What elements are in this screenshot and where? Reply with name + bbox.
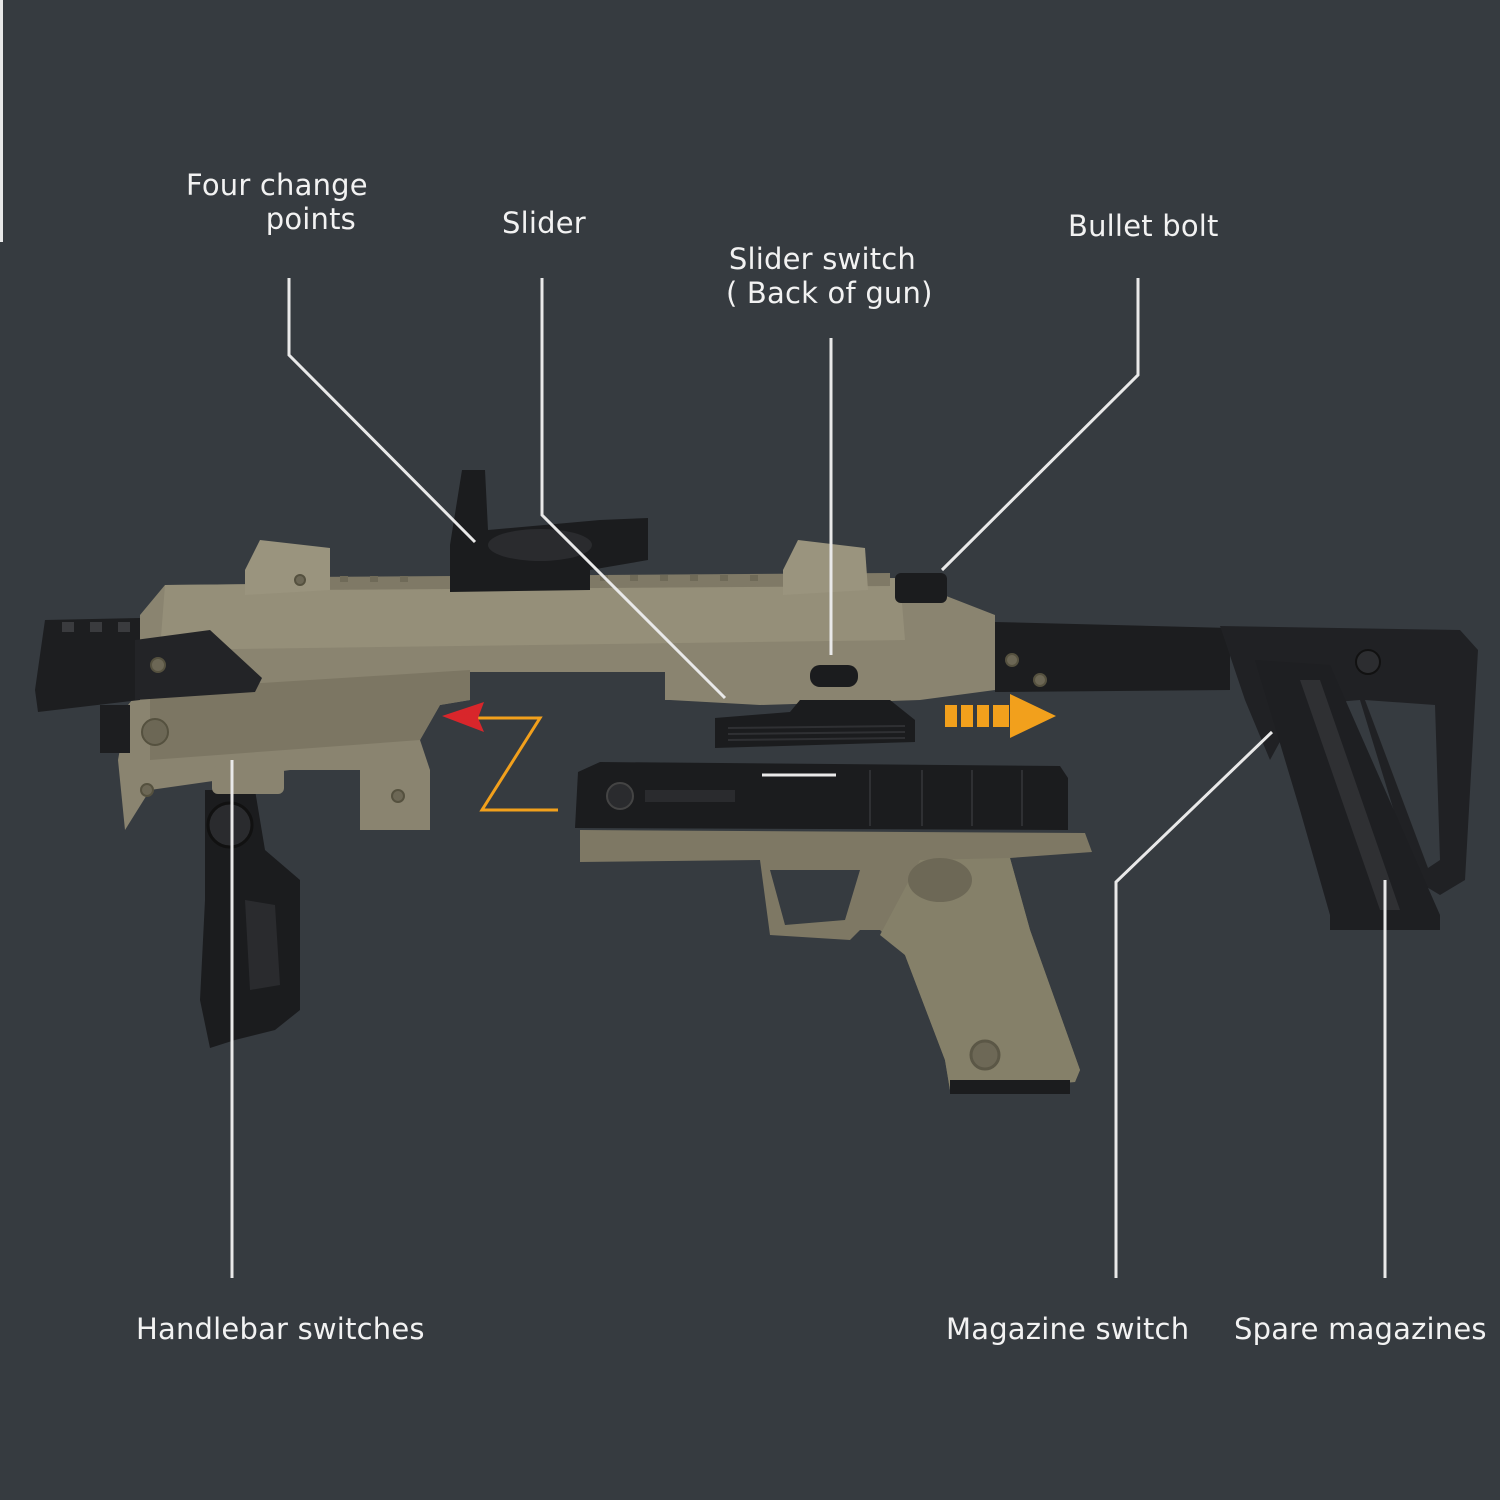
slider [715,700,915,748]
label-four-change-points-line1: Four change [186,168,368,202]
leader-four-change-points [287,278,477,544]
label-handlebar-switches: Handlebar switches [136,1312,425,1346]
label-four-change-points: Four change points [186,168,368,236]
label-bullet-bolt: Bullet bolt [1068,209,1219,243]
muzzle [35,618,140,712]
left-edge-line [0,0,3,242]
pistol [575,762,1092,1094]
muzzle-wedge [135,630,262,700]
stock-screw [1355,649,1381,675]
label-slider-switch-line2: ( Back of gun) [726,276,933,310]
body-window [470,672,665,700]
label-slider-switch-line1: Slider switch [728,242,916,276]
carbine-kit [35,470,1478,1048]
label-spare-magazines: Spare magazines [1234,1312,1487,1346]
slider-switch [810,665,858,687]
stock-inner-cut [1365,700,1440,868]
leader-slider [540,278,727,700]
rear-rail-block [783,540,868,595]
insert-arrows [442,694,1056,812]
label-four-change-points-line2: points [265,202,356,236]
front-rail-block [245,540,330,595]
z-path-arrow [478,716,558,812]
label-slider: Slider [502,206,586,240]
top-rail [300,573,890,590]
label-slider-switch: Slider switch ( Back of gun) [726,242,933,310]
pistol-slide [575,762,1068,830]
leader-magazine-switch [1114,730,1274,1278]
bullet-bolt [895,573,947,603]
leader-lines [230,278,1387,1278]
label-magazine-switch: Magazine switch [946,1312,1190,1346]
leader-bullet-bolt [940,278,1140,572]
stock-tube [995,622,1230,692]
red-dot-sight [450,470,648,592]
orange-slide-arrow [945,694,1056,738]
